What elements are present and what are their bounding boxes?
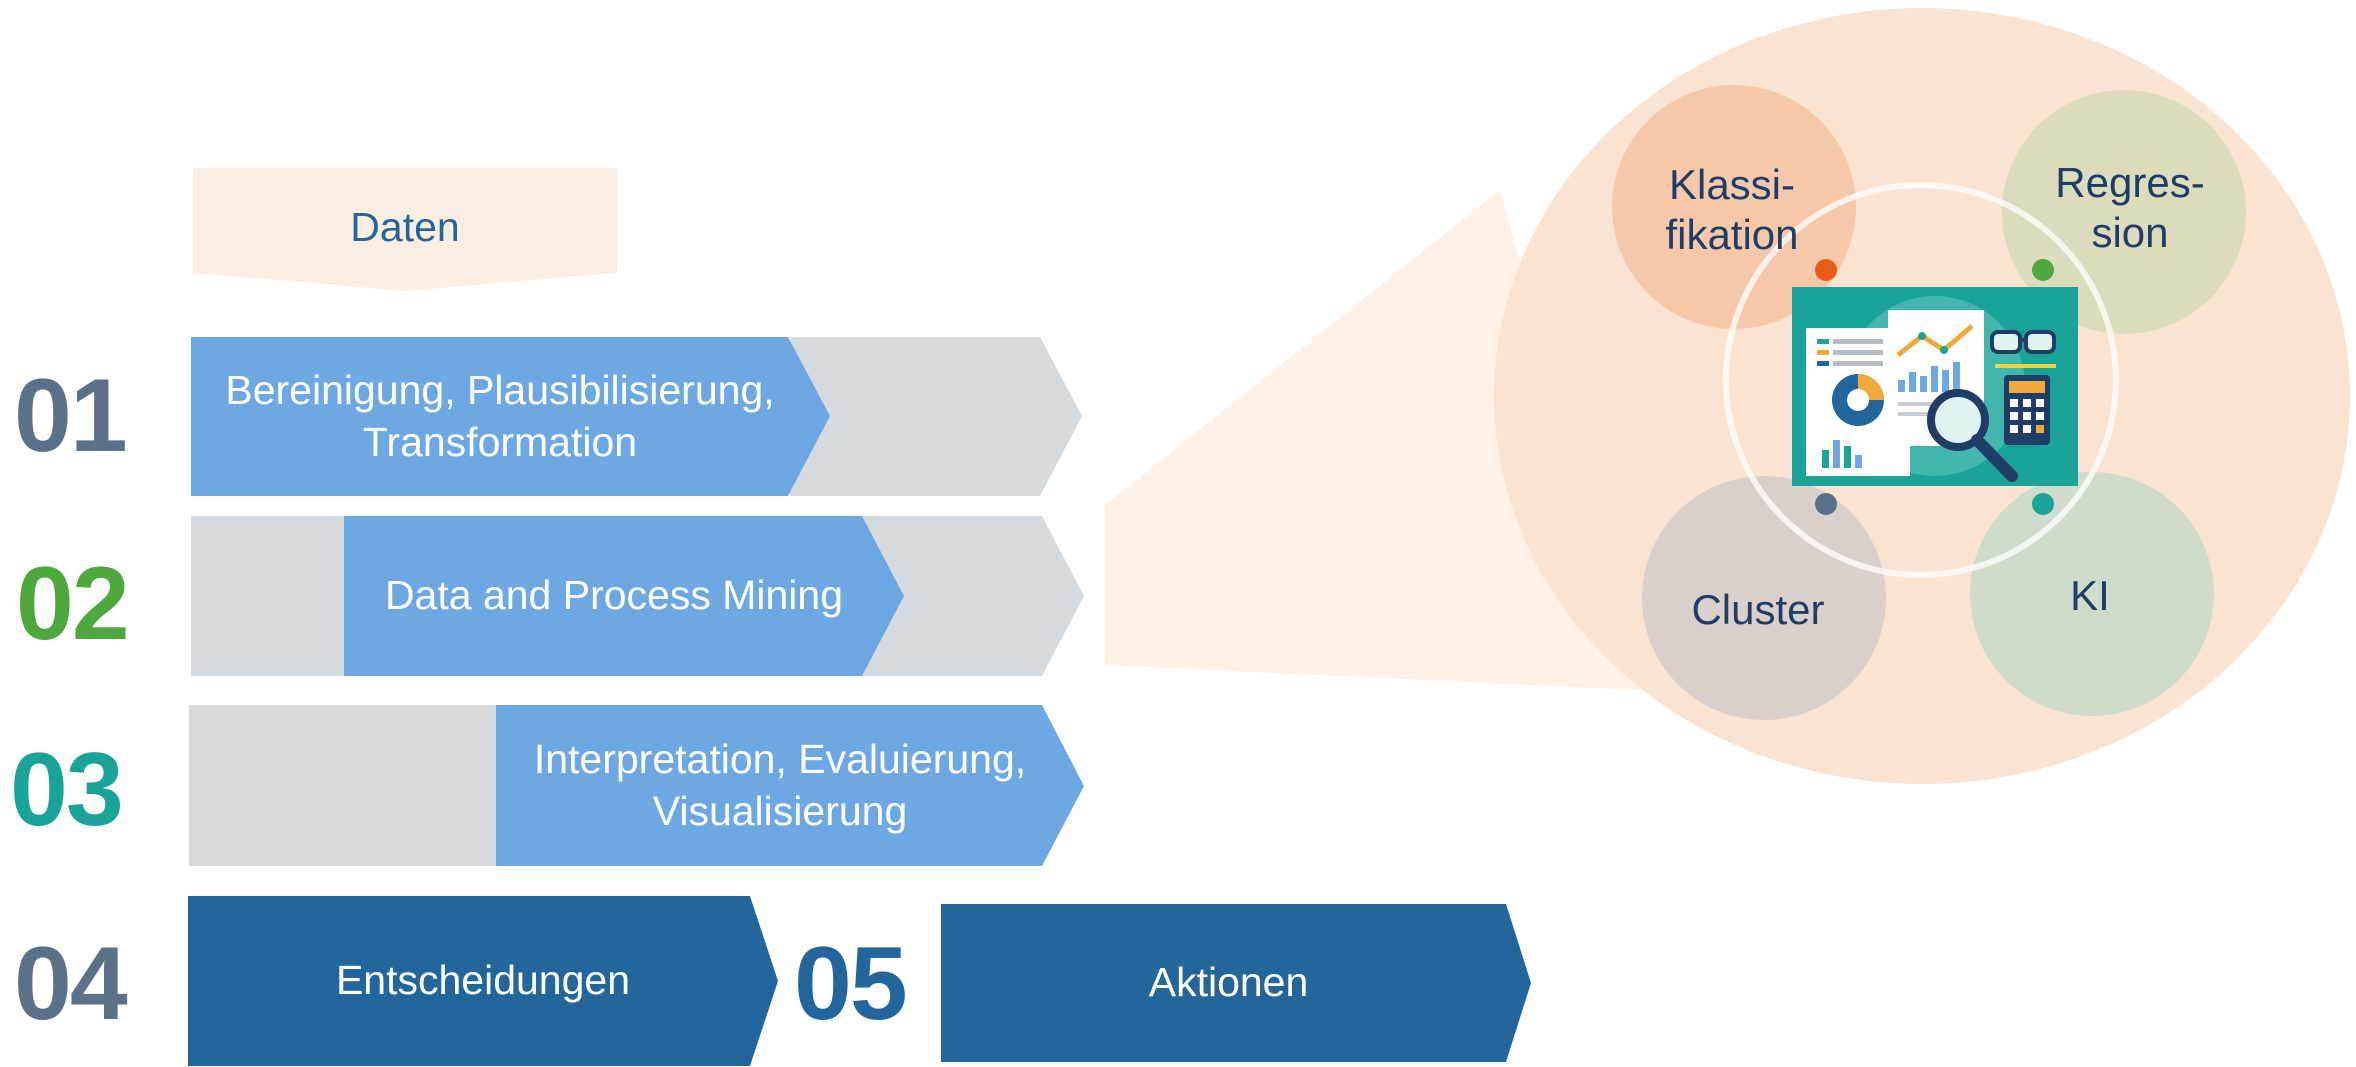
- step-04-arrow: [188, 896, 778, 1066]
- data-banner-shape: [193, 168, 617, 291]
- regression-bubble: [2002, 90, 2246, 334]
- dot-green: [2032, 259, 2054, 281]
- cluster-label: Cluster: [1691, 585, 1825, 633]
- step-03-number: 03: [10, 732, 124, 848]
- step-02-label: Data and Process Mining: [384, 572, 844, 619]
- step-05-label: Aktionen: [1148, 959, 1309, 1006]
- step-03-arrow: [496, 705, 1084, 866]
- data-banner-label: Daten: [350, 203, 460, 250]
- klassifikation-bubble: [1612, 85, 1856, 329]
- inner-ring: [1723, 182, 2119, 578]
- regression-label: Regres- sion: [2055, 158, 2205, 256]
- step-02-arrow: [344, 516, 904, 676]
- step-01-arrow: [191, 337, 830, 496]
- step-04-label: Entscheidungen: [335, 957, 631, 1004]
- step-03-background-arrow: [189, 705, 498, 866]
- cluster-bubble: [1642, 476, 1886, 720]
- dot-orange: [1815, 259, 1837, 281]
- step-05-number: 05: [794, 926, 908, 1042]
- ki-bubble: [1970, 472, 2214, 716]
- step-05-arrow: [941, 904, 1531, 1062]
- step-03-label: Interpretation, Evaluierung, Visualisier…: [533, 736, 1027, 834]
- step-04-number: 04: [14, 926, 128, 1042]
- dot-slate: [1815, 493, 1837, 515]
- step-01-label: Bereinigung, Plausibilisierung, Transfor…: [225, 367, 775, 465]
- ki-label: KI: [2070, 571, 2110, 619]
- step-02-number: 02: [16, 546, 130, 662]
- step-01-background-arrow: [790, 337, 1082, 496]
- dot-teal: [2032, 493, 2054, 515]
- klassifikation-label: Klassi- fikation: [1665, 160, 1799, 258]
- step-01-number: 01: [14, 358, 128, 474]
- analytics-illustration-icon: [1792, 287, 2078, 486]
